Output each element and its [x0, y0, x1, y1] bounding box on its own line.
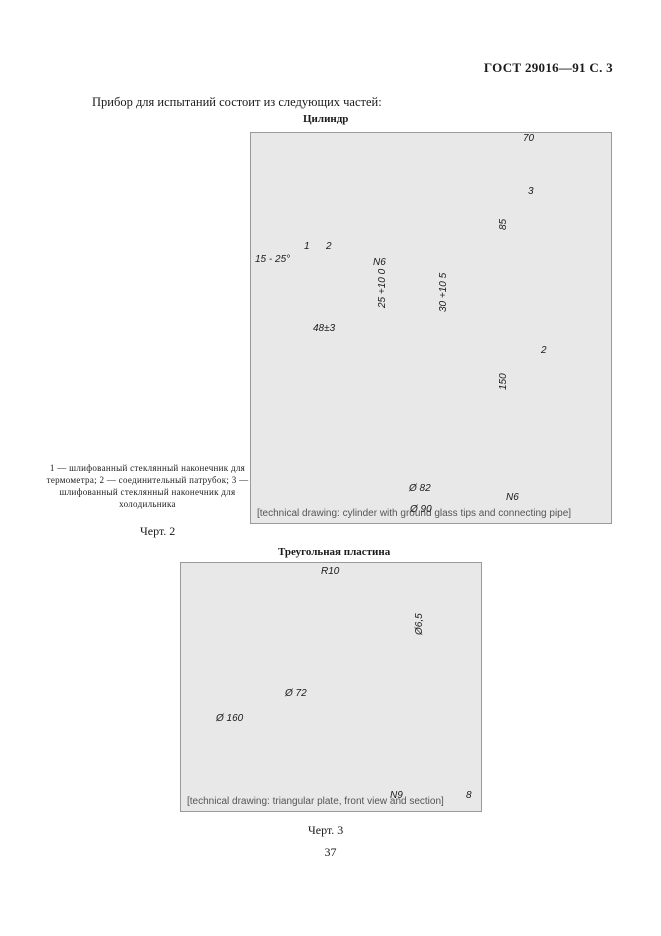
dim-85: 85	[498, 218, 509, 230]
dim-70: 70	[523, 133, 535, 144]
intro-text: Прибор для испытаний состоит из следующи…	[92, 95, 382, 109]
dim-thickness-8: 8	[466, 790, 472, 801]
callout-3: 3	[528, 186, 534, 197]
dim-angle: 15 - 25°	[255, 254, 291, 265]
roughness-n9: N9	[390, 790, 403, 801]
dim-d72: Ø 72	[285, 688, 307, 699]
roughness-n6-top: N6	[373, 257, 386, 268]
page-number: 37	[324, 845, 337, 859]
dim-d6-5: Ø6,5	[414, 613, 425, 635]
callout-2b: 2	[541, 345, 547, 356]
dim-r10: R10	[321, 566, 340, 577]
roughness-n6-bottom: N6	[506, 492, 519, 503]
figure3-caption: Черт. 3	[308, 823, 344, 837]
callout-2: 2	[326, 241, 332, 252]
figure3-drawing: [technical drawing: triangular plate, fr…	[180, 562, 482, 812]
dim-48: 48±3	[313, 323, 336, 334]
figure2-placeholder-label: [technical drawing: cylinder with ground…	[257, 508, 572, 519]
figure2-title: Цилиндр	[303, 113, 349, 125]
dim-d160: Ø 160	[216, 713, 244, 724]
dim-30: 30 +10 5	[438, 272, 449, 312]
dim-d82: Ø 82	[409, 483, 431, 494]
dim-25: 25 +10 0	[377, 268, 388, 308]
figure3-placeholder-label: [technical drawing: triangular plate, fr…	[187, 796, 444, 807]
figure2-caption: Черт. 2	[140, 524, 176, 538]
figure2-drawing: [technical drawing: cylinder with ground…	[250, 132, 612, 524]
figure3-title: Треугольная пластина	[278, 546, 391, 558]
callout-1: 1	[304, 241, 310, 252]
page-header: ГОСТ 29016—91 С. 3	[483, 60, 613, 75]
figure2-legend: 1 — шлифованный стеклянный наконечник дл…	[46, 463, 249, 509]
dim-d90: Ø 90	[410, 504, 432, 515]
dim-150: 150	[498, 373, 509, 390]
